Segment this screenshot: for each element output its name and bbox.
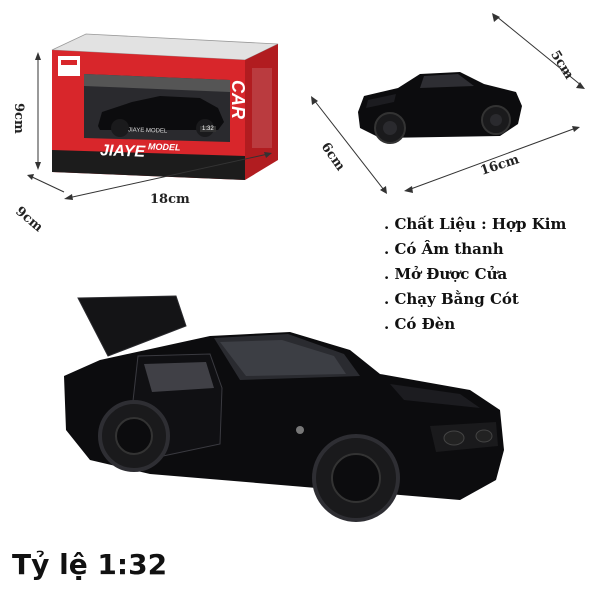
feature-item-doors: . Mở Được Cửa — [384, 265, 508, 283]
car-main-image — [64, 295, 504, 522]
feature-item-pullback: . Chạy Bằng Cót — [384, 290, 519, 308]
feature-item-sound: . Có Âm thanh — [384, 240, 504, 258]
box-scale-tag: 1:32 — [200, 126, 216, 132]
box-height-label: 9cm — [11, 103, 26, 134]
model-box-image — [51, 33, 279, 180]
car-side-image — [358, 72, 522, 144]
feature-item-lights: . Có Đèn — [384, 315, 456, 333]
scale-label: Tỷ lệ 1:32 — [12, 548, 168, 581]
feature-item-material: . Chất Liệu : Hợp Kim — [384, 215, 567, 233]
feature-list: . Chất Liệu : Hợp Kim . Có Âm thanh . Mở… — [384, 212, 566, 337]
box-length-label: 18cm — [150, 192, 190, 207]
